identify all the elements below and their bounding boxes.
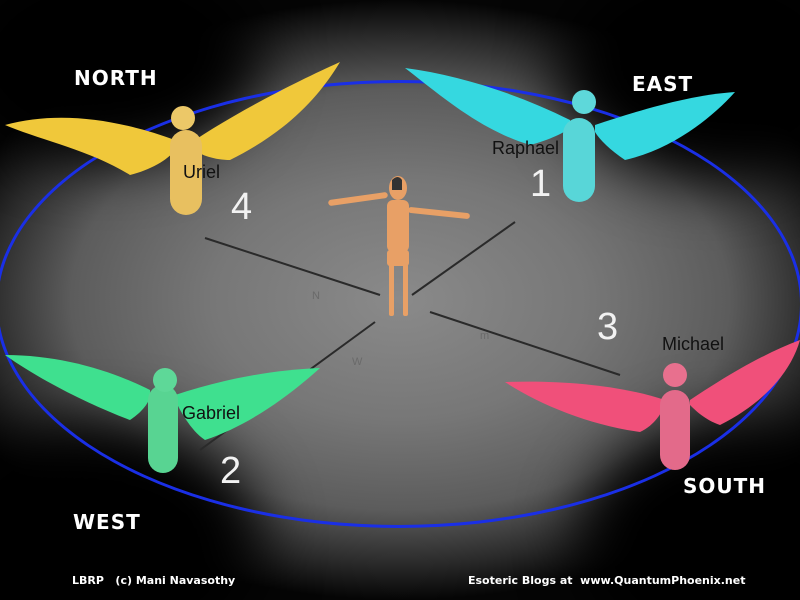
michael-angel	[505, 340, 800, 470]
angel-name-uriel: Uriel	[183, 162, 221, 182]
ground-label-west: W	[352, 356, 363, 368]
order-number-1: 1	[530, 163, 552, 205]
protective-circle	[0, 80, 800, 528]
ground-label-north: N	[312, 290, 320, 302]
footer-credit: LBRP (c) Mani Navasothy	[72, 574, 236, 587]
direction-west-label: WEST	[73, 510, 141, 534]
direction-north-label: NORTH	[74, 66, 158, 90]
raphael-angel	[405, 68, 735, 202]
order-number-3: 3	[597, 306, 619, 348]
angel-name-raphael: Raphael	[492, 138, 560, 158]
order-number-2: 2	[220, 450, 242, 492]
direction-south-label: SOUTH	[683, 474, 767, 498]
angel-name-michael: Michael	[662, 334, 725, 354]
gabriel-angel	[5, 355, 320, 473]
angel-name-gabriel: Gabriel	[182, 403, 241, 423]
footer-website: Esoteric Blogs at www.QuantumPhoenix.net	[468, 574, 746, 587]
uriel-angel	[5, 62, 340, 215]
direction-east-label: EAST	[632, 72, 694, 96]
order-number-4: 4	[231, 186, 253, 228]
ground-label-south: m	[480, 330, 490, 342]
cross-lines	[199, 221, 621, 451]
practitioner-figure	[328, 176, 470, 316]
